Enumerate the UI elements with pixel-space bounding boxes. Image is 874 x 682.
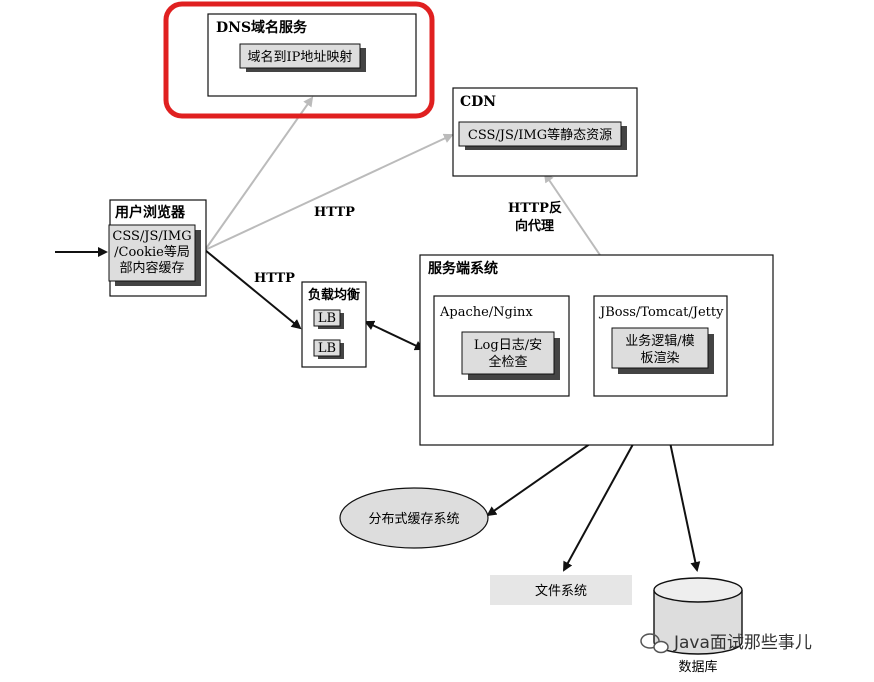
lb-item1-box [313,309,341,327]
file-system-node: 文件系统 [490,575,632,605]
browser-line1: CSS/JS/IMG [112,229,191,244]
lb-item2-box [313,339,341,357]
server-system-node: 服务端系统 Apache/Nginx Log日志/安 全检查 JBoss/Tom… [419,254,774,446]
cdn-title: CDN [460,94,496,110]
jboss-title: JBoss/Tomcat/Jetty [598,305,724,320]
dns-inner-box [239,43,361,69]
watermark-text: Java面试那些事儿 [673,633,812,653]
watermark: Java面试那些事儿 [640,633,812,654]
edge-server-cdn [543,172,601,256]
cache-label: 分布式缓存系统 [368,512,459,527]
edge-browser-dns [204,96,314,251]
edge-label-reverse-proxy-1: HTTP反 [508,200,562,216]
apache-inner-box [461,331,555,375]
cdn-inner-label: CSS/JS/IMG等静态资源 [468,127,612,143]
dns-node: DNS域名服务 域名到IP地址映射 [207,13,417,97]
browser-inner-box [108,224,196,282]
distributed-cache-node: 分布式缓存系统 [339,487,489,549]
server-title: 服务端系统 [428,260,498,277]
lb-item2-label: LB [318,341,336,356]
apache-line2: 全检查 [488,354,527,370]
dns-title: DNS域名服务 [216,19,308,36]
cdn-inner-box [458,121,622,147]
jboss-node: JBoss/Tomcat/Jetty 业务逻辑/模 板渲染 [593,295,728,397]
edge-browser-cdn [204,133,454,251]
edge-label-http-cdn: HTTP [314,205,355,220]
apache-title: Apache/Nginx [439,305,533,320]
edge-browser-lb [204,249,302,330]
db-label: 数据库 [678,659,717,675]
lb-title: 负载均衡 [308,287,360,303]
dns-highlight-frame [163,1,435,119]
edge-label-http-lb: HTTP [254,271,295,286]
edge-label-reverse-proxy-2: 向代理 [515,218,554,234]
jboss-line2: 板渲染 [640,351,679,366]
browser-title: 用户浏览器 [115,204,186,221]
apache-line1: Log日志/安 [474,338,542,353]
browser-line2: /Cookie等局 [114,244,190,260]
wechat-icon [640,633,669,654]
lb-item1-label: LB [318,311,336,326]
database-node: 数据库 [653,577,743,675]
cdn-node: CDN CSS/JS/IMG等静态资源 [452,87,638,177]
dns-inner-label: 域名到IP地址映射 [248,49,353,65]
jboss-line1: 业务逻辑/模 [625,333,694,349]
browser-node: 用户浏览器 CSS/JS/IMG /Cookie等局 部内容缓存 [108,199,207,297]
load-balancer-node: 负载均衡 LB LB [301,281,367,368]
apache-node: Apache/Nginx Log日志/安 全检查 [433,295,570,397]
edge-lb-server [364,320,425,351]
browser-line3: 部内容缓存 [119,260,184,276]
fs-label: 文件系统 [535,584,587,599]
jboss-inner-box [611,327,709,369]
